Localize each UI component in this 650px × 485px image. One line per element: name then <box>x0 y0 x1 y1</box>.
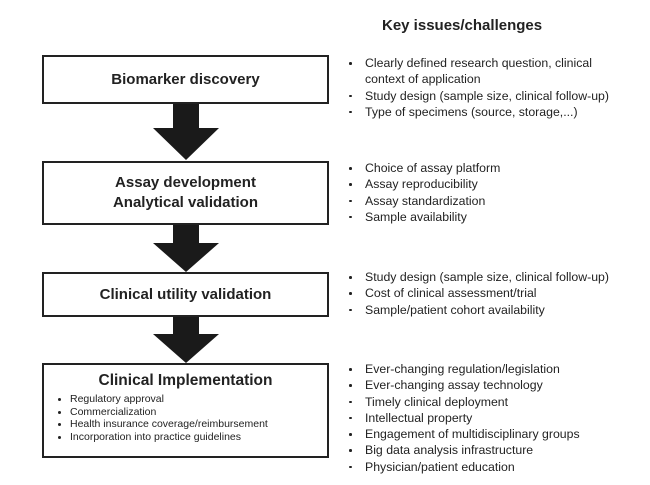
issue-item: Cost of clinical assessment/trial <box>345 285 645 301</box>
stage-title: Clinical utility validation <box>99 285 272 303</box>
issues-clinical-utility: Study design (sample size, clinical foll… <box>345 269 645 318</box>
stage-title-line-2: Analytical validation <box>112 194 259 211</box>
subitem: Health insurance coverage/reimbursement <box>44 418 327 431</box>
issue-text-line-1: Clearly defined research question, clini… <box>365 56 592 70</box>
issue-item: Engagement of multidisciplinary groups <box>345 426 645 442</box>
issue-item: Sample/patient cohort availability <box>345 302 645 318</box>
issue-item: Study design (sample size, clinical foll… <box>345 88 645 104</box>
issue-text-line-2: context of application <box>365 72 481 87</box>
stage-title: Biomarker discovery <box>111 70 260 88</box>
issues-assay-development: Choice of assay platform Assay reproduci… <box>345 160 645 225</box>
issue-item: Sample availability <box>345 209 645 225</box>
issue-item: Ever-changing regulation/legislation <box>345 361 645 377</box>
issue-item: Intellectual property <box>345 410 645 426</box>
subitem: Regulatory approval <box>44 393 327 406</box>
issue-item: Assay standardization <box>345 193 645 209</box>
stage-clinical-implementation: Clinical Implementation Regulatory appro… <box>42 363 329 458</box>
subitem: Commercialization <box>44 406 327 419</box>
implementation-subitems: Regulatory approval Commercialization He… <box>44 393 327 443</box>
stage-clinical-utility-validation: Clinical utility validation <box>42 272 329 317</box>
issues-clinical-implementation: Ever-changing regulation/legislation Eve… <box>345 361 645 475</box>
stage-biomarker-discovery: Biomarker discovery <box>42 55 329 104</box>
issues-biomarker-discovery: Clearly defined research question, clini… <box>345 55 645 120</box>
issue-item: Big data analysis infrastructure <box>345 442 645 458</box>
issue-item: Timely clinical deployment <box>345 394 645 410</box>
stage-assay-development: Assay development Analytical validation <box>42 161 329 225</box>
issue-item: Assay reproducibility <box>345 176 645 192</box>
subitem: Incorporation into practice guidelines <box>44 431 327 444</box>
stage-title: Clinical Implementation <box>98 372 273 389</box>
down-arrow-icon <box>153 104 219 160</box>
issue-item: Choice of assay platform <box>345 160 645 176</box>
down-arrow-icon <box>153 225 219 272</box>
stage-title-line-1: Assay development <box>115 174 256 191</box>
down-arrow-icon <box>153 317 219 363</box>
issues-heading: Key issues/challenges <box>382 17 543 34</box>
issue-item: Physician/patient education <box>345 459 645 475</box>
issue-item: Type of specimens (source, storage,...) <box>345 104 645 120</box>
issue-item: Ever-changing assay technology <box>345 377 645 393</box>
issue-item: Clearly defined research question, clini… <box>345 55 645 88</box>
issue-item: Study design (sample size, clinical foll… <box>345 269 645 285</box>
